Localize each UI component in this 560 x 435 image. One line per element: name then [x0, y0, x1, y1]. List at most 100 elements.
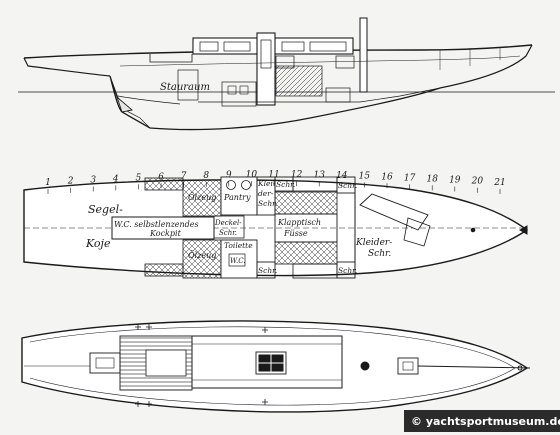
frame-number: 20	[471, 177, 484, 187]
label-oezeug-top: Ölzeug	[188, 193, 216, 202]
label-kleider-right-1: Kleider-	[355, 238, 392, 248]
label-wc-line1: W.C. selbstlenzendes	[114, 220, 199, 229]
skylight-pane-1	[258, 354, 271, 363]
locker-aft-bottom	[144, 263, 184, 277]
stove-burner-1	[227, 85, 237, 95]
label-pantry: Pantry	[223, 193, 251, 202]
cabin-sole	[198, 87, 441, 103]
side-profile	[18, 17, 555, 131]
frame-number: 4	[112, 174, 119, 184]
frame-number: 1	[45, 178, 51, 188]
companionway	[256, 32, 276, 106]
credit-text: © yachtsportmuseum.de	[411, 415, 560, 428]
skylight-pane-2	[271, 354, 284, 363]
window-4	[309, 41, 347, 52]
rudder	[109, 75, 133, 113]
label-oezeug-bottom: Ölzeug	[188, 251, 216, 260]
label-deckel-1: Deckel-	[214, 219, 242, 227]
galley-block	[177, 69, 199, 101]
label-schr-top-1: Schr.	[276, 180, 295, 189]
frame-ticks	[47, 181, 501, 194]
cleats-aft-top	[135, 324, 152, 330]
frame-number: 5	[136, 173, 142, 183]
schrank-bottom-2	[292, 263, 338, 279]
frame-number: 8	[203, 171, 209, 181]
hull-bottom	[109, 75, 441, 131]
forward-hatch-plan	[403, 217, 431, 247]
bowsprit	[417, 365, 531, 369]
aft-hatch-inner	[95, 357, 115, 369]
keel-line	[117, 95, 181, 105]
berth-side	[275, 65, 323, 97]
stove-block	[221, 81, 257, 107]
label-kleider-2: der-	[258, 189, 274, 198]
skylight	[255, 351, 287, 375]
schrank-top-3	[336, 176, 356, 194]
berth-lower	[274, 241, 338, 265]
label-schr-bottom-3: Schr.	[338, 266, 357, 275]
label-deckel-2: Schr.	[219, 229, 237, 237]
label-wc: W.C.	[230, 257, 246, 265]
frame-number: 2	[67, 177, 74, 187]
oilskin-locker-bottom	[182, 239, 222, 279]
keel-section	[124, 109, 151, 129]
cleat-mid-bottom	[262, 399, 268, 405]
frame-number: 21	[493, 178, 505, 188]
stern-counter	[23, 57, 111, 77]
frame-number: 10	[246, 170, 258, 180]
pantry-sink-2	[241, 180, 251, 190]
berth-upper	[274, 191, 338, 215]
cockpit-well	[149, 54, 193, 63]
window-2	[223, 41, 251, 52]
sail-bin	[359, 193, 429, 231]
frame-number: 14	[336, 171, 348, 181]
frame-number: 6	[158, 172, 164, 182]
mast-step	[360, 361, 370, 371]
deck-top-view	[21, 320, 531, 413]
frame-number: 9	[226, 170, 232, 180]
label-schr-bottom-1: Schr.	[258, 266, 277, 275]
deckel-schrank	[213, 215, 245, 239]
stringer	[119, 55, 521, 67]
label-klapptisch-2: Füsse	[283, 229, 308, 238]
label-toilette: Toilette	[224, 241, 253, 250]
schrank-bottom-1	[256, 261, 276, 279]
credit-background	[404, 410, 560, 432]
bow-fitting	[517, 365, 523, 371]
label-kleider-1: Klei-	[257, 179, 276, 188]
window-3	[281, 41, 305, 52]
label-schr-top-3: Schr.	[338, 181, 357, 190]
wc-fixture	[228, 253, 246, 267]
bow-overhang	[439, 44, 533, 89]
frame-number: 7	[181, 172, 187, 182]
klapptisch	[274, 213, 338, 243]
accommodation-plan	[23, 176, 529, 279]
locker-aft-top	[144, 177, 184, 191]
frame-number: 16	[381, 172, 393, 182]
frame-number: 12	[291, 170, 303, 180]
label-kleider-3: Schr.	[258, 199, 277, 208]
anchor-point	[470, 227, 476, 233]
locker-side-1	[275, 55, 295, 69]
frame-number: 13	[313, 170, 325, 180]
label-koje: Koje	[85, 237, 111, 250]
cockpit-floor	[145, 349, 187, 377]
frame-number: 18	[426, 174, 438, 184]
label-stauraum: Stauraum	[160, 82, 210, 93]
cleat-mid-top	[262, 327, 268, 333]
mast	[359, 17, 368, 93]
toilette-box	[220, 239, 258, 279]
pantry-sink-1	[226, 180, 236, 190]
fore-hatch-inner	[402, 361, 414, 371]
cleats-aft-bottom	[135, 401, 152, 407]
oilskin-locker-top	[182, 179, 222, 217]
skylight-pane-3	[258, 363, 271, 372]
stem-head	[518, 225, 528, 235]
locker-side-2	[335, 55, 355, 69]
window-1	[199, 41, 219, 52]
frame-number: 17	[404, 173, 416, 183]
companionway-door	[260, 39, 272, 69]
